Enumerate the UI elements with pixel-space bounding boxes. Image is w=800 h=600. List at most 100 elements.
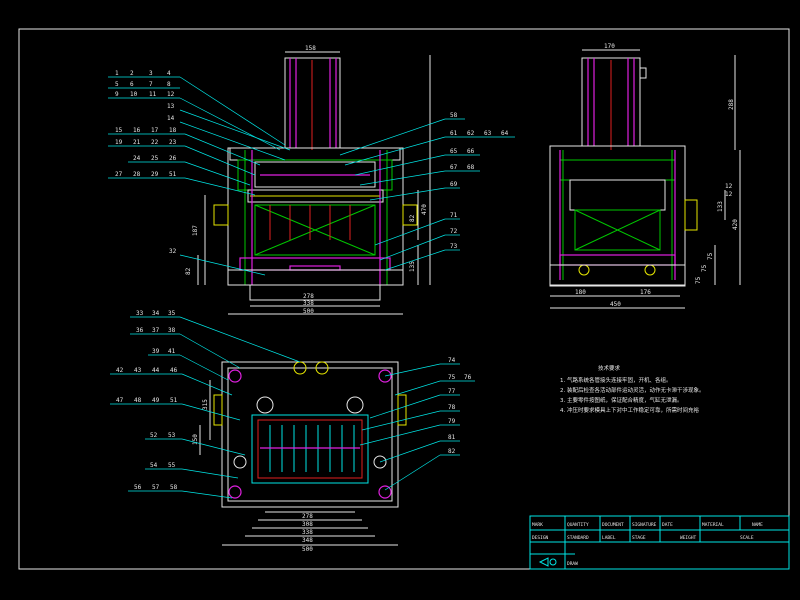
svg-text:308: 308 xyxy=(302,521,313,528)
svg-text:82: 82 xyxy=(448,448,456,455)
svg-text:35: 35 xyxy=(168,310,176,317)
front-dim-1: 278 xyxy=(303,293,314,300)
svg-text:66: 66 xyxy=(467,148,475,155)
svg-text:338: 338 xyxy=(302,529,313,536)
front-right-dim-1: 470 xyxy=(421,204,428,215)
svg-text:3. 主要零件按图纸，保证配合精度，气缸无泄漏。: 3. 主要零件按图纸，保证配合精度，气缸无泄漏。 xyxy=(560,396,683,404)
svg-text:14: 14 xyxy=(167,115,175,122)
svg-text:37: 37 xyxy=(152,327,160,334)
svg-text:3: 3 xyxy=(149,70,153,77)
svg-text:278: 278 xyxy=(302,513,313,520)
svg-text:29: 29 xyxy=(151,171,159,178)
drawing-frame xyxy=(18,28,790,570)
svg-text:68: 68 xyxy=(467,164,475,171)
svg-text:57: 57 xyxy=(152,484,160,491)
svg-text:288: 288 xyxy=(728,99,735,110)
technical-notes: 技术要求 1. 气路系统各管接头连接牢固，开机、各组。 2. 装配后检查各活动部… xyxy=(560,364,705,414)
svg-text:21: 21 xyxy=(133,139,141,146)
plan-view: 278 308 338 348 500 315 150 33 34 35 36 … xyxy=(110,310,475,553)
front-view: 158 278 338 xyxy=(108,45,515,315)
svg-text:6: 6 xyxy=(130,81,134,88)
svg-text:DRAW: DRAW xyxy=(567,561,578,567)
svg-text:26: 26 xyxy=(169,155,177,162)
svg-text:WEIGHT: WEIGHT xyxy=(680,535,697,541)
svg-text:72: 72 xyxy=(450,228,458,235)
svg-text:33: 33 xyxy=(136,310,144,317)
svg-text:34: 34 xyxy=(152,310,160,317)
svg-text:49: 49 xyxy=(152,397,160,404)
svg-text:2: 2 xyxy=(130,70,134,77)
svg-text:53: 53 xyxy=(168,432,176,439)
notes-title: 技术要求 xyxy=(598,364,621,372)
svg-text:10: 10 xyxy=(130,91,138,98)
svg-text:420: 420 xyxy=(732,219,739,230)
svg-text:69: 69 xyxy=(450,181,458,188)
front-left-dim-2: 82 xyxy=(185,267,192,275)
side-view: 170 288 420 133 12 12 75 75 75 180 176 xyxy=(549,43,741,309)
svg-text:18: 18 xyxy=(169,127,177,134)
svg-text:13: 13 xyxy=(167,103,175,110)
svg-text:76: 76 xyxy=(464,374,472,381)
svg-text:4: 4 xyxy=(167,70,171,77)
svg-text:QUANTITY: QUANTITY xyxy=(567,522,589,528)
svg-text:51: 51 xyxy=(169,171,177,178)
svg-text:15: 15 xyxy=(115,127,123,134)
svg-text:176: 176 xyxy=(640,289,651,296)
front-dim-2: 338 xyxy=(303,300,314,307)
svg-text:64: 64 xyxy=(501,130,509,137)
svg-text:348: 348 xyxy=(302,537,313,544)
svg-text:58: 58 xyxy=(450,112,458,119)
svg-text:150: 150 xyxy=(192,434,199,445)
svg-text:22: 22 xyxy=(151,139,159,146)
svg-text:48: 48 xyxy=(134,397,142,404)
svg-text:36: 36 xyxy=(136,327,144,334)
svg-text:73: 73 xyxy=(450,243,458,250)
svg-text:8: 8 xyxy=(167,81,171,88)
svg-text:75: 75 xyxy=(448,374,456,381)
svg-text:52: 52 xyxy=(150,432,158,439)
svg-text:23: 23 xyxy=(169,139,177,146)
svg-text:STANDARD: STANDARD xyxy=(567,535,589,541)
svg-text:MATERIAL: MATERIAL xyxy=(702,522,724,528)
front-right-dim-2: 82 xyxy=(409,214,416,222)
svg-text:4. 冲压时要求模具上下对中工作稳定可靠，所需时间充裕: 4. 冲压时要求模具上下对中工作稳定可靠，所需时间充裕 xyxy=(560,406,699,414)
svg-text:65: 65 xyxy=(450,148,458,155)
svg-text:51: 51 xyxy=(170,397,178,404)
svg-text:LABEL: LABEL xyxy=(602,535,616,541)
svg-text:58: 58 xyxy=(170,484,178,491)
svg-text:DATE: DATE xyxy=(662,522,673,528)
svg-text:47: 47 xyxy=(116,397,124,404)
svg-text:17: 17 xyxy=(151,127,159,134)
svg-text:24: 24 xyxy=(133,155,141,162)
svg-text:133: 133 xyxy=(717,201,724,212)
svg-text:11: 11 xyxy=(149,91,157,98)
svg-text:32: 32 xyxy=(169,248,177,255)
title-block: MARK QUANTITY DOCUMENT SIGNATURE DATE MA… xyxy=(529,515,790,570)
svg-text:46: 46 xyxy=(170,367,178,374)
front-dim-3: 500 xyxy=(303,308,314,315)
svg-text:42: 42 xyxy=(116,367,124,374)
svg-text:NAME: NAME xyxy=(752,522,763,528)
svg-text:75: 75 xyxy=(701,264,708,272)
svg-text:1: 1 xyxy=(115,70,119,77)
svg-text:180: 180 xyxy=(575,289,586,296)
svg-text:44: 44 xyxy=(152,367,160,374)
svg-text:1. 气路系统各管接头连接牢固，开机、各组。: 1. 气路系统各管接头连接牢固，开机、各组。 xyxy=(560,376,672,384)
svg-text:75: 75 xyxy=(707,252,714,260)
svg-text:75: 75 xyxy=(695,276,702,284)
front-right-dim-3: 135 xyxy=(409,261,416,272)
svg-text:315: 315 xyxy=(202,399,209,410)
front-top-dim: 158 xyxy=(305,45,316,52)
svg-text:MARK: MARK xyxy=(532,522,543,528)
svg-text:500: 500 xyxy=(302,546,313,553)
svg-text:DESIGN: DESIGN xyxy=(532,535,549,541)
svg-text:67: 67 xyxy=(450,164,458,171)
svg-text:2. 装配后检查各活动部件运动灵活，动作无卡滞干涉现象。: 2. 装配后检查各活动部件运动灵活，动作无卡滞干涉现象。 xyxy=(560,386,705,394)
side-top-dim: 170 xyxy=(604,43,615,50)
svg-text:38: 38 xyxy=(168,327,176,334)
svg-text:39: 39 xyxy=(152,348,160,355)
svg-text:450: 450 xyxy=(610,301,621,308)
svg-text:16: 16 xyxy=(133,127,141,134)
svg-text:5: 5 xyxy=(115,81,119,88)
